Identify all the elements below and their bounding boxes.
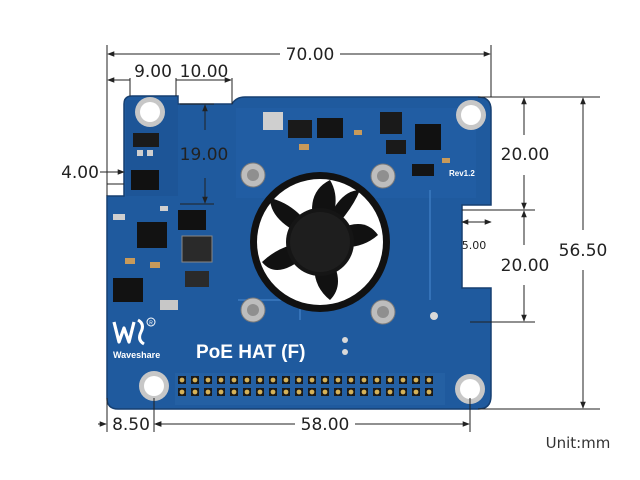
gpio-pin-contact <box>218 377 224 383</box>
gpio-pin-contact <box>205 377 211 383</box>
gpio-pin-contact <box>283 377 289 383</box>
mounting-holes <box>135 97 486 404</box>
gpio-pin-contact <box>231 389 237 395</box>
gpio-pin-contact <box>270 377 276 383</box>
waveshare-logo-icon: R <box>112 317 156 346</box>
gpio-pin-contact <box>361 389 367 395</box>
gpio-pin-contact <box>413 377 419 383</box>
gpio-pin-contact <box>322 377 328 383</box>
gpio-pin-contact <box>426 389 432 395</box>
gpio-pin-contact <box>413 389 419 395</box>
screw-icon <box>240 297 266 323</box>
dim-hole-spacing-upper: 20.00 <box>501 145 550 165</box>
gpio-pin-contact <box>244 377 250 383</box>
dim-tab-height: 19.00 <box>180 145 229 165</box>
gpio-pin-contact <box>426 377 432 383</box>
dim-notch-depth: 5.00 <box>462 239 487 252</box>
gpio-pin-contact <box>400 377 406 383</box>
gpio-pin-contact <box>244 389 250 395</box>
gpio-pin-contact <box>218 389 224 395</box>
dimension-lines <box>98 45 600 432</box>
gpio-pin-contact <box>296 377 302 383</box>
gpio-pin-contact <box>348 389 354 395</box>
gpio-pin-contact <box>257 377 263 383</box>
gpio-pin-contact <box>374 377 380 383</box>
gpio-pin-contact <box>270 389 276 395</box>
screw-icon <box>370 163 396 189</box>
gpio-pin-contact <box>309 389 315 395</box>
dim-tab-offset: 4.00 <box>61 163 99 183</box>
unit-label: Unit:mm <box>546 434 611 452</box>
gpio-pin-contact <box>179 389 185 395</box>
board-title: PoE HAT (F) <box>196 342 305 363</box>
gpio-pin-contact <box>322 389 328 395</box>
gpio-pin-contact <box>387 389 393 395</box>
gpio-pin-contact <box>309 377 315 383</box>
gpio-pin-contact <box>205 389 211 395</box>
gpio-pin-contact <box>296 389 302 395</box>
dim-overall-width: 70.00 <box>286 45 335 65</box>
gpio-pin-contact <box>192 389 198 395</box>
dim-hole-offset-left: 8.50 <box>112 415 150 435</box>
svg-text:R: R <box>149 321 153 327</box>
screw-icon <box>370 299 396 325</box>
gpio-pin-contact <box>231 377 237 383</box>
cooling-fan-icon <box>250 172 390 312</box>
dim-tab-right: 10.00 <box>180 62 229 82</box>
gpio-pin-contact <box>374 389 380 395</box>
gpio-pin-contact <box>387 377 393 383</box>
gpio-pin-contact <box>257 389 263 395</box>
gpio-pin-contact <box>400 389 406 395</box>
gpio-pin-contact <box>192 377 198 383</box>
gpio-pin-contact <box>283 389 289 395</box>
dim-hole-spacing-horizontal: 58.00 <box>301 415 350 435</box>
dim-tab-left: 9.00 <box>134 62 172 82</box>
gpio-pin-contact <box>335 389 341 395</box>
gpio-pin-contact <box>361 377 367 383</box>
board-components <box>113 112 450 355</box>
board-revision: Rev1.2 <box>449 169 475 178</box>
brand-name: Waveshare <box>113 350 160 360</box>
gpio-header <box>178 376 433 396</box>
fan-screws <box>240 162 396 325</box>
dim-hole-spacing-lower: 20.00 <box>501 256 550 276</box>
dim-overall-height: 56.50 <box>559 241 608 261</box>
gpio-pin-contact <box>348 377 354 383</box>
screw-icon <box>240 162 266 188</box>
gpio-pin-contact <box>335 377 341 383</box>
gpio-pin-contact <box>179 377 185 383</box>
